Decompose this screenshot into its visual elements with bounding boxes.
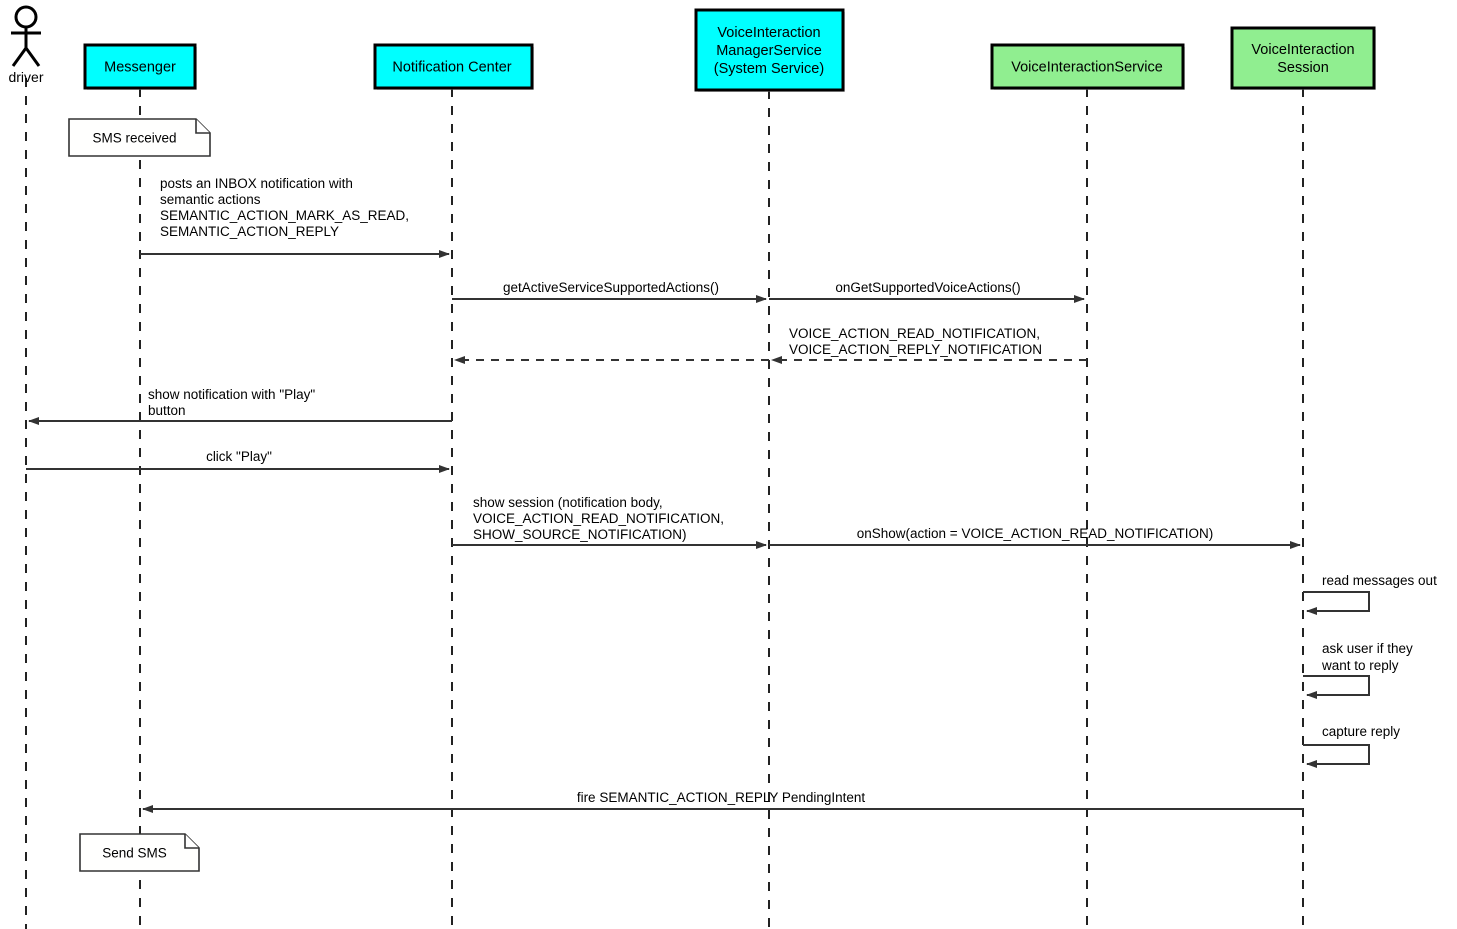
participant-box-messenger[interactable]: [83, 43, 197, 90]
message-label-msg-show-session: VOICE_ACTION_READ_NOTIFICATION,: [473, 511, 724, 526]
message-label-msg-show-notification-play: button: [148, 403, 186, 418]
actor-label: driver: [8, 69, 43, 85]
note-body: [68, 118, 211, 157]
actor-head-icon: [14, 5, 38, 29]
self-call-arrow-self-capture-reply: [1303, 744, 1370, 768]
participant-voice-interaction-service[interactable]: VoiceInteractionService: [990, 43, 1185, 90]
self-call-self-read-messages-out: read messages out: [1303, 573, 1437, 615]
message-msg-post-inbox-notification: posts an INBOX notification withsemantic…: [140, 176, 450, 258]
self-call-arrow-self-read-messages-out: [1303, 591, 1370, 615]
message-label-msg-click-play: click "Play": [206, 449, 272, 464]
message-label-msg-on-get-supported-voice-actions: onGetSupportedVoiceActions(): [835, 280, 1020, 295]
participant-box-voice-interaction-manager-service[interactable]: [694, 8, 845, 92]
participant-box-voice-interaction-session[interactable]: [1230, 26, 1376, 90]
self-call-label-self-ask-user-reply: want to reply: [1321, 658, 1399, 673]
message-msg-get-active-service-supported-actions: getActiveServiceSupportedActions(): [452, 280, 767, 303]
message-label-msg-post-inbox-notification: semantic actions: [160, 192, 261, 207]
self-call-label-self-capture-reply: capture reply: [1322, 724, 1400, 739]
message-msg-return-voice-actions: VOICE_ACTION_READ_NOTIFICATION,VOICE_ACT…: [771, 326, 1087, 364]
lifelines-group: [25, 78, 1304, 929]
self-call-label-self-ask-user-reply: ask user if they: [1322, 641, 1413, 656]
note-fold-icon: [195, 119, 210, 134]
note-label: SMS received: [92, 131, 176, 146]
participant-label-voice-interaction-session: VoiceInteraction: [1251, 42, 1354, 58]
note-send-sms: Send SMS: [79, 833, 200, 872]
participant-messenger[interactable]: Messenger: [83, 43, 197, 90]
messages-group: posts an INBOX notification withsemantic…: [26, 176, 1303, 813]
message-label-msg-show-notification-play: show notification with "Play": [148, 387, 315, 402]
participant-label-voice-interaction-manager-service: VoiceInteraction: [717, 25, 820, 41]
participant-label-voice-interaction-session: Session: [1277, 60, 1329, 76]
participant-label-voice-interaction-manager-service: (System Service): [714, 61, 824, 77]
message-msg-show-notification-play: show notification with "Play"button: [28, 387, 452, 425]
self-calls-group: read messages out ask user if they want to…: [1303, 573, 1437, 768]
participant-box-voice-interaction-service[interactable]: [990, 43, 1185, 90]
message-msg-click-play: click "Play": [26, 449, 450, 473]
note-fold-icon: [184, 834, 199, 849]
message-label-msg-return-voice-actions: VOICE_ACTION_READ_NOTIFICATION,: [789, 326, 1040, 341]
participant-label-notification-center: Notification Center: [392, 60, 511, 76]
self-call-label-self-read-messages-out: read messages out: [1322, 573, 1437, 588]
message-label-msg-on-show: onShow(action = VOICE_ACTION_READ_NOTIFI…: [857, 526, 1213, 541]
message-msg-fire-reply-pending-intent: fire SEMANTIC_ACTION_REPLY PendingIntent: [142, 790, 1303, 813]
message-label-msg-post-inbox-notification: SEMANTIC_ACTION_MARK_AS_READ,: [160, 208, 409, 223]
message-msg-on-get-supported-voice-actions: onGetSupportedVoiceActions(): [769, 280, 1085, 303]
message-label-msg-get-active-service-supported-actions: getActiveServiceSupportedActions(): [503, 280, 719, 295]
actor-driver: driver: [8, 5, 44, 85]
message-label-msg-show-session: show session (notification body,: [473, 495, 663, 510]
message-msg-on-show: onShow(action = VOICE_ACTION_READ_NOTIFI…: [769, 526, 1301, 549]
note-sms-received: SMS received: [68, 118, 211, 157]
message-label-msg-return-voice-actions: VOICE_ACTION_REPLY_NOTIFICATION: [789, 342, 1042, 357]
self-call-arrow-self-ask-user-reply: [1303, 675, 1370, 699]
note-label: Send SMS: [102, 846, 167, 861]
message-label-msg-post-inbox-notification: SEMANTIC_ACTION_REPLY: [160, 224, 339, 239]
message-label-msg-post-inbox-notification: posts an INBOX notification with: [160, 176, 353, 191]
participant-label-voice-interaction-service: VoiceInteractionService: [1011, 60, 1163, 76]
participant-label-voice-interaction-manager-service: ManagerService: [716, 43, 822, 59]
participant-label-messenger: Messenger: [104, 60, 176, 76]
participant-notification-center[interactable]: Notification Center: [373, 43, 534, 90]
message-msg-show-session: show session (notification body,VOICE_AC…: [452, 495, 767, 549]
self-call-self-ask-user-reply: ask user if they want to reply: [1303, 641, 1413, 699]
message-label-msg-fire-reply-pending-intent: fire SEMANTIC_ACTION_REPLY PendingIntent: [577, 790, 866, 805]
self-call-self-capture-reply: capture reply: [1303, 724, 1400, 768]
actor-body-icon: [11, 28, 41, 67]
note-body: [79, 833, 200, 872]
participant-box-notification-center[interactable]: [373, 43, 534, 90]
message-label-msg-show-session: SHOW_SOURCE_NOTIFICATION): [473, 527, 687, 542]
participants-group: driver Messenger Notification Center VoiceI…: [8, 5, 1376, 92]
